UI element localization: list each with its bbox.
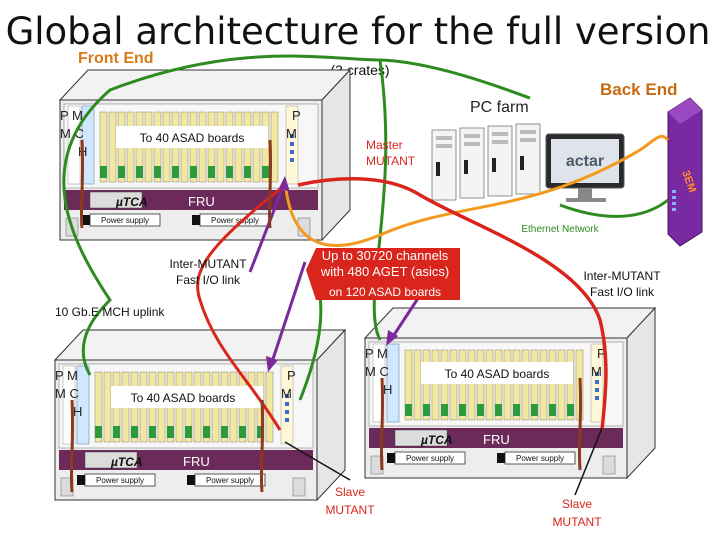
- purple-arrow-master: [248, 181, 287, 273]
- crate2-m-label: M: [281, 386, 292, 401]
- inter-mutant-left-line-1: Inter-MUTANT: [169, 257, 247, 271]
- purple-arrow-crate2: [270, 261, 307, 363]
- purple-arrowhead: [386, 330, 398, 346]
- pc-tower-icon: [487, 125, 513, 197]
- master-mutant-line-1: Master: [366, 138, 403, 152]
- crate1-p-label: P: [292, 108, 301, 123]
- crate3-pm-label: P M: [365, 346, 388, 361]
- crate1-utca-logo: µTCA: [115, 195, 148, 209]
- page-title: Global architecture for the full version: [6, 10, 711, 53]
- crate1-power-supply-1: Power supply: [101, 216, 149, 225]
- master-orange-line: [283, 134, 670, 247]
- crate1-asad-text: To 40 ASAD boards: [140, 131, 245, 145]
- crate3-power-supply-1: Power supply: [406, 454, 454, 463]
- channels-line-2: with 480 AGET (asics): [320, 264, 449, 279]
- inter-mutant-left-line-2: Fast I/O link: [176, 273, 241, 287]
- ethernet-switch-icon: [667, 97, 703, 247]
- channels-line-1: Up to 30720 channels: [322, 248, 449, 263]
- slave-mutant-2-line-1: Slave: [562, 497, 592, 511]
- crate1-asad-box: [116, 126, 268, 148]
- crate3-p-label: P: [597, 346, 606, 361]
- crate2-pm-label: P M: [55, 368, 78, 383]
- crate1-power-supply-2: Power supply: [211, 216, 259, 225]
- crate1-fru-label: FRU: [188, 194, 215, 209]
- pc-tower-icon: [431, 129, 457, 201]
- inter-mutant-red-line: [297, 177, 608, 431]
- crate3-fru-label: FRU: [483, 432, 510, 447]
- actar-logo: actar: [566, 153, 604, 170]
- crate3-m-label: M: [591, 364, 602, 379]
- pc-tower-icon: [515, 123, 541, 195]
- pc-tower-icon: [459, 127, 485, 199]
- front-end-crate-3: P M M C H To 40 ASAD boards P M µTCA FRU…: [364, 307, 656, 479]
- crate1-m-label: M: [286, 126, 297, 141]
- slave-mutant-1-line-2: MUTANT: [325, 503, 375, 517]
- slave-pointer-2: [574, 427, 603, 496]
- uplink-green-line: [62, 54, 531, 376]
- crate3-h-label: H: [383, 382, 392, 397]
- back-end-label: Back End: [600, 80, 677, 99]
- pc-farm-label: PC farm: [470, 99, 529, 116]
- brown-cables: [69, 139, 583, 493]
- uplink-label: 10 Gb.E MCH uplink: [55, 305, 165, 319]
- crate3-power-supply-2: Power supply: [516, 454, 564, 463]
- front-end-label: Front End: [78, 50, 154, 67]
- front-end-crate-2: P M M C H To 40 ASAD boards P M µTCA FRU…: [54, 329, 346, 501]
- ethernet-green-line: [559, 198, 669, 218]
- crate2-power-supply-2: Power supply: [206, 476, 254, 485]
- inter-mutant-red-line-left: [196, 183, 286, 431]
- purple-arrowhead: [279, 176, 290, 192]
- ethernet-network-label: Ethernet Network: [521, 224, 599, 235]
- monitor-icon: [545, 133, 625, 202]
- channels-callout: [306, 248, 460, 300]
- crate2-asad-text: To 40 ASAD boards: [131, 391, 236, 405]
- crate2-asad-box: [111, 386, 263, 408]
- crate2-mc-label: M C: [55, 386, 79, 401]
- crate2-fru-label: FRU: [183, 454, 210, 469]
- crate2-utca-logo: µTCA: [110, 455, 143, 469]
- purple-arrowhead: [266, 356, 278, 372]
- crate2-power-supply-1: Power supply: [96, 476, 144, 485]
- crate2-p-label: P: [287, 368, 296, 383]
- slave-mutant-1-line-1: Slave: [335, 485, 365, 499]
- crate3-asad-box: [421, 362, 573, 384]
- slave-mutant-2-line-2: MUTANT: [552, 515, 602, 529]
- crate2-h-label: H: [73, 404, 82, 419]
- slave-pointer-1: [284, 441, 351, 481]
- crate3-utca-logo: µTCA: [420, 433, 453, 447]
- crate3-asad-text: To 40 ASAD boards: [445, 367, 550, 381]
- master-mutant-line-2: MUTANT: [366, 154, 416, 168]
- channels-line-3: on 120 ASAD boards: [329, 285, 441, 299]
- pc-farm: actar: [431, 123, 625, 202]
- inter-mutant-right-line-2: Fast I/O link: [590, 285, 655, 299]
- crate1-pm-label: P M: [60, 108, 83, 123]
- inter-mutant-right-line-1: Inter-MUTANT: [583, 269, 661, 283]
- uplink-green-line-crate3: [372, 59, 388, 341]
- crate3-mc-label: M C: [365, 364, 389, 379]
